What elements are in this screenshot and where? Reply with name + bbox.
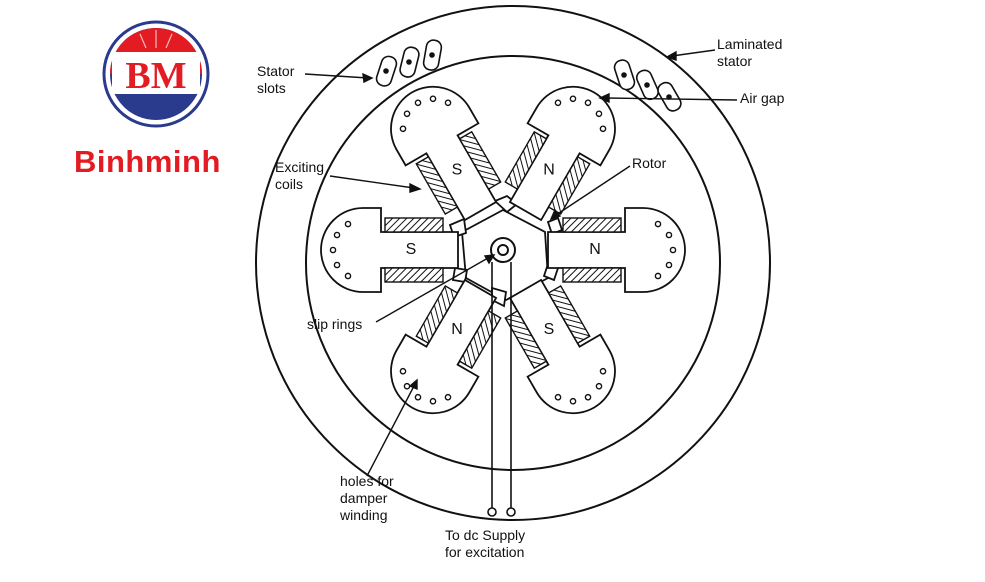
damper-hole	[333, 261, 341, 269]
pole-polarity-label: N	[589, 241, 601, 258]
pole-polarity-label: S	[406, 241, 417, 258]
excitation-leads	[487, 262, 516, 517]
exciting-coil	[415, 155, 459, 215]
damper-hole	[569, 95, 577, 103]
label-laminated-stator: Laminated stator	[717, 36, 783, 69]
label-rotor: Rotor	[632, 155, 667, 171]
exciting-coil	[562, 217, 622, 233]
pole-polarity-label: S	[544, 321, 555, 338]
damper-hole	[444, 99, 452, 107]
damper-hole	[333, 231, 341, 239]
damper-hole	[595, 382, 603, 390]
label-damper-holes: holes for damper winding	[340, 473, 394, 523]
damper-hole	[665, 261, 673, 269]
exciting-coil	[415, 285, 459, 345]
stator-inner-circle	[305, 55, 721, 471]
damper-hole	[599, 125, 607, 133]
exciting-coil	[384, 217, 444, 233]
label-dc-supply: To dc Supply for excitation	[445, 527, 526, 560]
stator-outer-circle	[255, 5, 771, 521]
brand-name: Binhminh	[74, 144, 221, 179]
damper-hole	[595, 110, 603, 118]
label-slip-rings: slip rings	[307, 316, 363, 332]
pole-polarity-label: S	[452, 162, 463, 179]
pole-5: S	[504, 278, 616, 415]
pole-polarity-label: N	[451, 321, 463, 338]
damper-hole	[554, 99, 562, 107]
damper-hole	[584, 99, 592, 107]
damper-hole	[429, 95, 437, 103]
damper-hole	[429, 397, 437, 405]
damper-hole	[584, 393, 592, 401]
exciting-coil	[458, 310, 502, 370]
damper-hole	[344, 272, 352, 280]
damper-hole	[403, 110, 411, 118]
damper-hole	[399, 367, 407, 375]
pole-1: N	[504, 85, 616, 222]
exciting-coil	[384, 267, 444, 283]
pole-polarity-label: N	[543, 162, 555, 179]
pole-body	[390, 85, 498, 222]
damper-hole	[399, 125, 407, 133]
rotor-poles: N S S N S N	[320, 85, 686, 415]
damper-hole	[654, 272, 662, 280]
label-stator-slots: Stator slots	[257, 63, 295, 96]
damper-hole	[329, 246, 337, 254]
damper-hole	[569, 397, 577, 405]
exciting-coil	[458, 130, 502, 190]
pole-body	[508, 85, 616, 222]
damper-hole	[444, 393, 452, 401]
damper-hole	[669, 246, 677, 254]
damper-hole	[554, 393, 562, 401]
pole-body	[320, 207, 459, 293]
pole-6: N	[547, 207, 686, 293]
pole-body	[547, 207, 686, 293]
damper-hole	[654, 220, 662, 228]
brand-logo: BM	[102, 20, 210, 128]
exciting-coil	[562, 267, 622, 283]
damper-hole	[599, 367, 607, 375]
damper-hole	[414, 393, 422, 401]
stator-slots-left	[375, 39, 443, 87]
pole-2: S	[390, 85, 502, 222]
exciting-coil	[504, 130, 548, 190]
label-exciting-coils: Exciting coils	[275, 159, 325, 192]
brand-monogram: BM	[125, 55, 186, 97]
damper-hole	[403, 382, 411, 390]
damper-hole	[344, 220, 352, 228]
label-air-gap: Air gap	[740, 90, 785, 106]
leader-lines	[304, 49, 738, 477]
slip-rings-icon	[490, 237, 516, 263]
damper-hole	[665, 231, 673, 239]
exciting-coil	[547, 285, 591, 345]
pole-body	[508, 278, 616, 415]
damper-hole	[414, 99, 422, 107]
stator-slots-right	[613, 59, 682, 112]
pole-3: S	[320, 207, 459, 293]
